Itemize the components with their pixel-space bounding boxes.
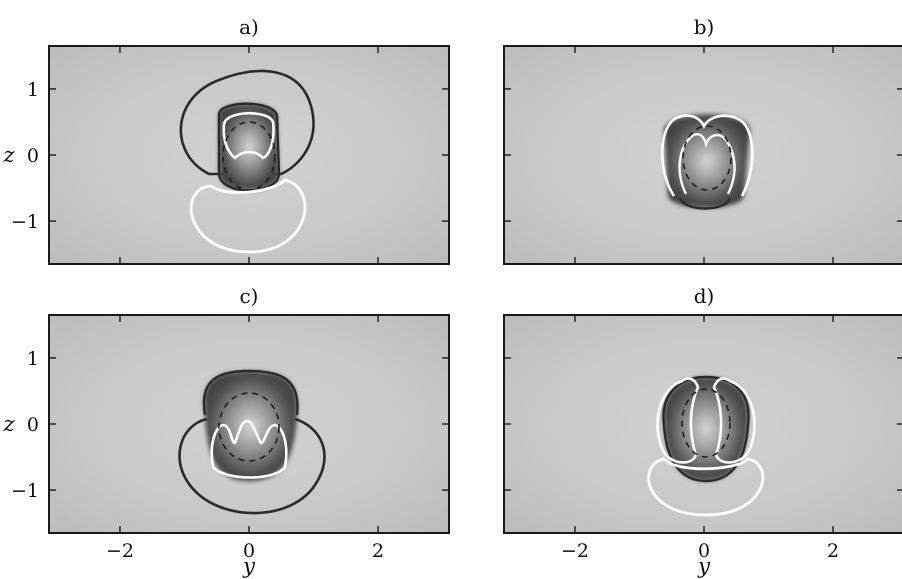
x-tick-label: −2 (106, 540, 134, 562)
y-tick-label: −1 (11, 480, 39, 502)
x-tick-label: 0 (698, 540, 710, 562)
x-axis-label: y (697, 554, 711, 578)
y-axis-label: z (2, 412, 15, 436)
contour-outer-dark (178, 417, 326, 515)
vortex-core (203, 371, 298, 481)
contour-dashed (222, 121, 276, 191)
y-tick-label: 1 (27, 79, 39, 101)
y-axis-label: z (2, 143, 15, 167)
y-tick-label: 0 (27, 414, 39, 436)
y-tick-label: −1 (11, 211, 39, 233)
vortex-core (664, 114, 750, 208)
panel-title: c) (239, 284, 258, 308)
x-tick-label: −2 (561, 540, 589, 562)
x-axis-label: y (242, 554, 256, 578)
contour-lower-white (647, 457, 765, 517)
contour-inner-white (210, 419, 288, 479)
contour-dashed (681, 388, 731, 458)
contour-outer-white (660, 114, 754, 197)
panel-title: a) (239, 15, 259, 39)
y-tick-label: 0 (27, 145, 39, 167)
panel-axes: d) −2 0 2 y (503, 284, 902, 578)
x-tick-label: 2 (372, 540, 384, 562)
contour-inner-white (678, 133, 736, 195)
vortex-core (219, 103, 279, 191)
contour-core-dark (678, 197, 732, 210)
vortex-core (663, 377, 749, 481)
axes-layer: a) 1 0 −1 z b) c) −2 0 2 1 0 −1 z y d) −2 0 2 y (2, 15, 902, 578)
contour-inner-white (222, 111, 275, 160)
contour-core-dark (662, 375, 750, 483)
panel-c (49, 315, 449, 533)
contour-lobe-white-right (712, 377, 756, 464)
contour-lower-white (189, 178, 307, 254)
panel-axes: a) 1 0 −1 z (2, 15, 450, 265)
contour-dashed (682, 125, 732, 191)
panel-title: d) (694, 284, 715, 308)
panel-axes: b) (503, 15, 902, 265)
panel-title: b) (694, 15, 715, 39)
panel-a (49, 46, 449, 264)
x-tick-label: 2 (827, 540, 839, 562)
contour-core-dark (217, 102, 281, 192)
contour-outer-dark (179, 69, 315, 176)
contour-lobe-white-left (656, 377, 700, 464)
contour-dashed (218, 392, 280, 462)
contour-core-dark (202, 369, 299, 416)
panel-d (504, 315, 902, 533)
y-tick-label: 1 (27, 348, 39, 370)
panel-b (504, 46, 902, 264)
panel-axes: c) −2 0 2 1 0 −1 z y (2, 284, 450, 578)
x-tick-label: 0 (243, 540, 255, 562)
